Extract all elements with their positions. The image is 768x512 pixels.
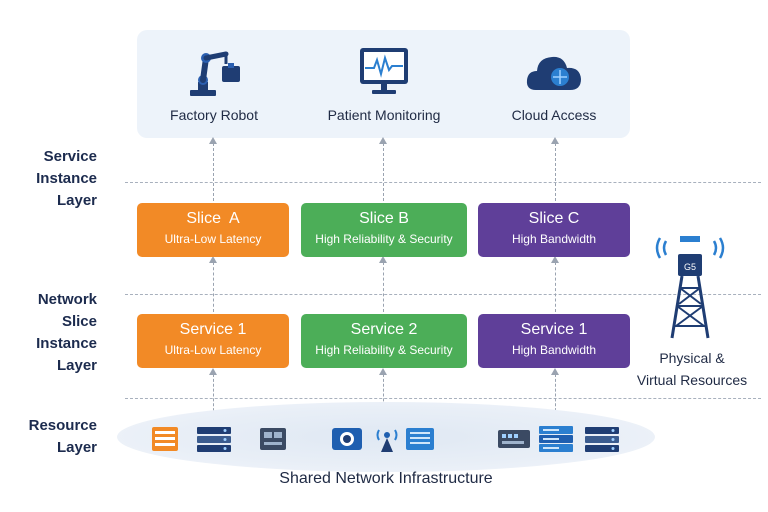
- service-instance-layer-label: Service Instance Layer: [36, 146, 97, 212]
- arrow-up: [379, 137, 387, 201]
- slice-title: Slice A: [186, 210, 240, 227]
- arrow-up: [551, 256, 559, 312]
- arrow-up: [379, 368, 387, 416]
- tower-badge: G5: [684, 262, 696, 272]
- shared-network-infrastructure-label: Shared Network Infrastructure: [279, 470, 493, 487]
- physical-virtual-resources-label: Physical & Virtual Resources: [622, 347, 762, 391]
- label-line: Instance: [36, 335, 97, 352]
- slice-b-box[interactable]: Slice B High Reliability & Security: [301, 203, 467, 257]
- arrow-up: [209, 368, 217, 416]
- cell-tower-icon: G5: [650, 226, 730, 346]
- storage-icon: [404, 424, 434, 454]
- service-1-box[interactable]: Service 1 Ultra-Low Latency: [137, 314, 289, 368]
- slice-a-box[interactable]: Slice A Ultra-Low Latency: [137, 203, 289, 257]
- antenna-icon: [375, 424, 405, 454]
- network-slice-instance-layer-label: Network Slice Instance Layer: [36, 289, 97, 377]
- app-patient-monitoring: Patient Monitoring: [309, 30, 459, 138]
- service-title: Service 1: [520, 321, 588, 338]
- label-line: Resource: [28, 417, 97, 434]
- service-title: Service 2: [350, 321, 418, 338]
- arrow-up: [551, 137, 559, 201]
- service-subtitle: Ultra-Low Latency: [164, 343, 262, 357]
- service-3-box[interactable]: Service 1 High Bandwidth: [478, 314, 630, 368]
- camera-device-icon: [331, 424, 362, 454]
- label-line: Slice: [61, 313, 97, 330]
- slice-title: Slice C: [528, 210, 580, 227]
- slice-subtitle: High Bandwidth: [511, 232, 597, 246]
- service-title: Service 1: [179, 321, 247, 338]
- slice-title: Slice B: [359, 210, 409, 227]
- service-2-box[interactable]: Service 2 High Reliability & Security: [301, 314, 467, 368]
- slice-c-box[interactable]: Slice C High Bandwidth: [478, 203, 630, 257]
- server-stack-icon: [538, 424, 574, 454]
- server-rack-icon: [196, 424, 232, 454]
- robot-arm-icon: [184, 44, 244, 100]
- label-line: Instance: [36, 170, 97, 187]
- slice-subtitle: Ultra-Low Latency: [164, 232, 262, 246]
- router-icon: [258, 424, 288, 454]
- cloud-icon: [524, 44, 584, 100]
- layer-separator: [125, 398, 761, 399]
- arrow-up: [379, 256, 387, 312]
- service-subtitle: High Reliability & Security: [315, 343, 453, 357]
- layer-separator: [125, 182, 761, 183]
- label-line: Service: [43, 148, 97, 165]
- label-line: Network: [37, 291, 97, 308]
- arrow-up: [209, 137, 217, 201]
- app-label: Factory Robot: [170, 107, 258, 123]
- server-orange-icon: [150, 424, 180, 454]
- app-label: Patient Monitoring: [327, 107, 441, 123]
- label-line: Physical &: [659, 350, 725, 366]
- monitor-heartbeat-icon: [354, 44, 414, 100]
- label-line: Layer: [56, 439, 97, 456]
- arrow-up: [551, 368, 559, 416]
- arrow-up: [209, 256, 217, 312]
- label-line: Layer: [56, 192, 97, 209]
- slice-subtitle: High Reliability & Security: [315, 232, 453, 246]
- label-line: Virtual Resources: [636, 372, 748, 388]
- label-line: Layer: [56, 357, 97, 374]
- service-subtitle: High Bandwidth: [511, 343, 597, 357]
- server-rack-icon: [584, 424, 620, 454]
- app-label: Cloud Access: [511, 107, 597, 123]
- layer-separator: [125, 294, 761, 295]
- switch-icon: [497, 424, 531, 454]
- resource-layer-label: Resource Layer: [29, 415, 97, 459]
- app-cloud-access: Cloud Access: [479, 30, 629, 138]
- app-factory-robot: Factory Robot: [139, 30, 289, 138]
- applications-panel: Factory Robot Patient Monitoring Cloud A…: [137, 30, 630, 138]
